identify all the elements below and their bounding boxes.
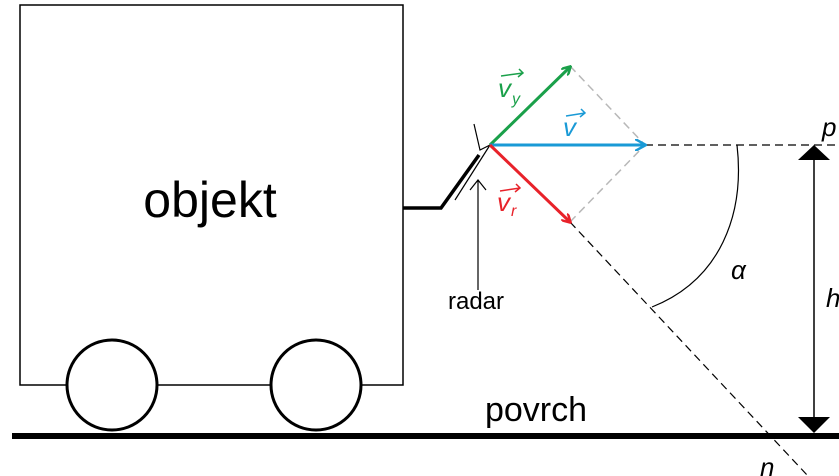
vector-vy-label: v y [498,68,525,108]
radar-mount [403,153,481,210]
radar-pointer-head [469,179,487,191]
height-arrow-top [798,145,830,160]
object-label: objekt [143,172,277,228]
svg-text:y: y [511,91,521,108]
line-of-sight-n [569,221,809,476]
line-p-label: p [821,112,836,142]
angle-label: α [731,255,747,285]
wheel-right [269,338,363,432]
vector-vr [488,143,570,222]
vector-vy [488,67,570,147]
vector-v-label: v [563,108,587,142]
line-n-label: n [760,452,774,476]
vector-vr-label: v r [497,183,522,220]
object-body [19,4,404,386]
svg-text:v: v [563,112,578,142]
svg-text:r: r [511,203,517,220]
radar-label: radar [448,288,504,315]
construction-line-lower [569,144,646,223]
surface-label: povrch [485,391,587,429]
angle-arc [651,144,740,308]
svg-text:v: v [498,73,513,103]
vector-vy-overarrow [500,68,525,78]
svg-text:v: v [497,187,512,217]
construction-line-upper [569,65,646,146]
vector-v-overarrow [565,108,587,118]
vector-vr-overarrow [499,183,522,193]
radar-antenna-tip [473,123,491,151]
wheel-left [65,338,159,432]
radar-antenna [454,144,491,201]
height-label: h [826,283,839,313]
height-arrow-bottom [798,417,830,433]
